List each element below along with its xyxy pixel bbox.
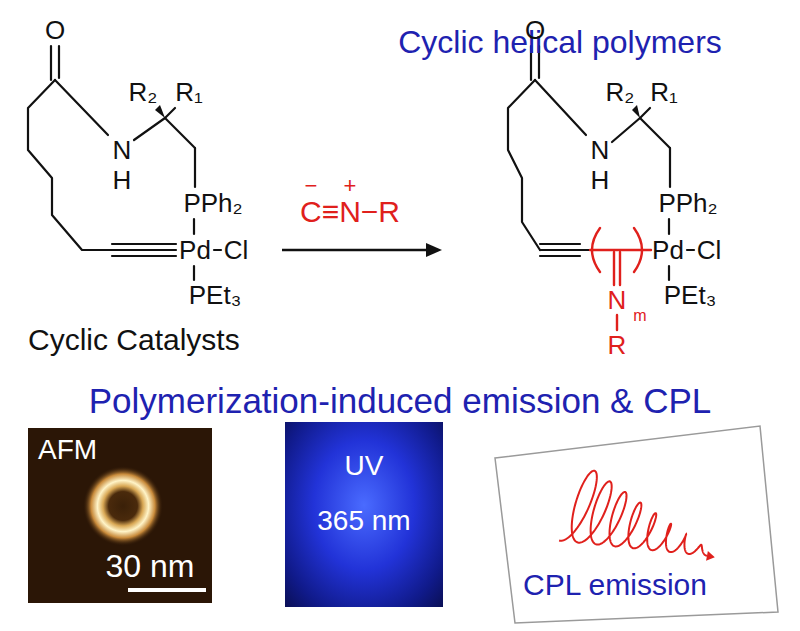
atom-label: R <box>608 332 627 358</box>
atom-label: O <box>45 17 65 43</box>
section-heading: Polymerization-induced emission & CPL <box>89 383 712 418</box>
charge-sign: + <box>344 175 357 197</box>
panel-frame <box>495 426 778 623</box>
atom-label: N <box>591 137 610 163</box>
atom-label: Cl <box>224 237 249 263</box>
wedge-bond <box>632 105 640 118</box>
atom-label: R₂ <box>129 79 158 105</box>
atom-label: H <box>591 167 610 193</box>
uv-cuvette: UV 365 nm <box>285 422 443 607</box>
atom-label: R₁ <box>650 79 678 105</box>
reaction-arrow <box>282 243 442 257</box>
repeat-index: m <box>633 308 646 324</box>
atom-label: PPh₂ <box>658 190 717 216</box>
atom-label: N <box>113 137 132 163</box>
cpl-panel: CPL emission <box>488 418 783 628</box>
scale-label: 30 nm <box>106 550 195 582</box>
atom-label: O <box>525 17 545 43</box>
atom-label: PEt₃ <box>664 282 717 308</box>
repeat-unit <box>590 228 651 330</box>
atom-label: N <box>608 287 627 313</box>
atom-label: Cl <box>697 237 722 263</box>
afm-image: AFM 30 nm <box>28 428 212 603</box>
title: Cyclic helical polymers <box>398 26 722 58</box>
charge-sign: − <box>305 175 318 197</box>
catalyst-bonds <box>28 46 221 280</box>
polymer-bonds <box>508 46 694 280</box>
ring-polymer <box>83 466 163 546</box>
atom-label: H <box>113 167 132 193</box>
panel-caption: CPL emission <box>523 570 707 600</box>
image-label: 365 nm <box>317 507 410 535</box>
arrowhead <box>706 551 715 561</box>
scale-bar <box>128 588 206 592</box>
atom-label: PPh₂ <box>183 190 242 216</box>
atom-label: R₂ <box>606 79 635 105</box>
image-label: AFM <box>38 436 97 464</box>
atom-label: Pd <box>179 237 211 263</box>
atom-label: PEt₃ <box>189 282 242 308</box>
atom-label: Pd <box>652 237 684 263</box>
image-label: UV <box>345 452 384 480</box>
helix-spiral <box>559 471 707 556</box>
reagent-formula: C≡N−R <box>300 197 400 227</box>
wedge-bond <box>155 105 165 118</box>
atom-label: R₁ <box>175 79 203 105</box>
structure-caption: Cyclic Catalysts <box>28 325 240 355</box>
